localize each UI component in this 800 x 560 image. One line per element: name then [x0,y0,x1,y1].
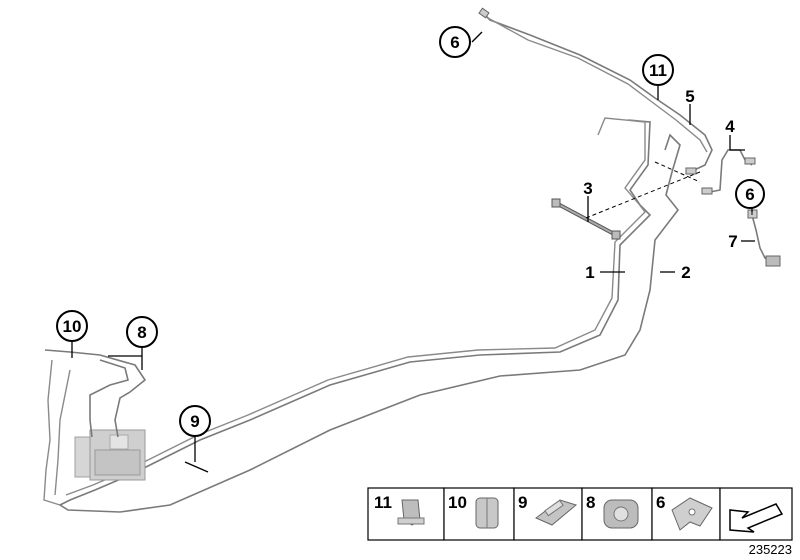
callout-8: 8 [126,316,158,348]
svg-text:3: 3 [583,179,592,198]
connection-line-2 [654,161,701,183]
svg-text:10: 10 [448,493,467,512]
brake-pipe-4 [701,149,756,195]
parts-legend: 11 10 9 8 6 [367,487,793,541]
arrow-icon [729,503,784,533]
legend-item-8: 8 [586,493,639,529]
brake-hose-3 [551,198,621,240]
svg-text:10: 10 [63,317,82,336]
svg-text:11: 11 [374,493,392,512]
legend-item-9: 9 [518,493,578,526]
callout-4: 4 [725,117,735,136]
reference-number: 235223 [749,542,792,557]
brake-pipe-5 [478,7,713,175]
brake-hose-7 [747,209,781,267]
svg-text:4: 4 [725,117,735,136]
legend-item-6: 6 [656,493,713,531]
callout-10: 10 [56,310,88,342]
callout-2: 2 [681,263,690,282]
callout-1: 1 [585,263,594,282]
callout-5: 5 [685,87,694,106]
svg-text:6: 6 [450,33,459,52]
callout-6-top: 6 [439,26,471,58]
legend-item-11: 11 [374,493,425,526]
svg-text:5: 5 [685,87,694,106]
legend-item-10: 10 [448,493,499,529]
svg-text:9: 9 [518,493,527,512]
callout-7: 7 [728,232,737,251]
svg-text:11: 11 [649,61,667,80]
connection-line-1 [585,171,701,219]
brake-pipe-2 [65,117,646,496]
svg-text:9: 9 [190,412,199,431]
callout-9: 9 [179,405,211,437]
abs-unit [43,349,147,506]
brake-pipe-1 [58,119,681,513]
svg-text:6: 6 [656,493,665,512]
leader-6-top [471,31,483,43]
callout-3: 3 [583,179,592,198]
svg-text:8: 8 [137,323,146,342]
svg-text:1: 1 [585,263,594,282]
svg-text:7: 7 [728,232,737,251]
callout-6-right: 6 [735,179,765,209]
leader-4 [729,135,745,151]
svg-text:2: 2 [681,263,690,282]
svg-text:6: 6 [745,185,754,204]
callout-11: 11 [642,54,674,86]
leader-9-tick [184,461,209,473]
svg-text:8: 8 [586,493,595,512]
